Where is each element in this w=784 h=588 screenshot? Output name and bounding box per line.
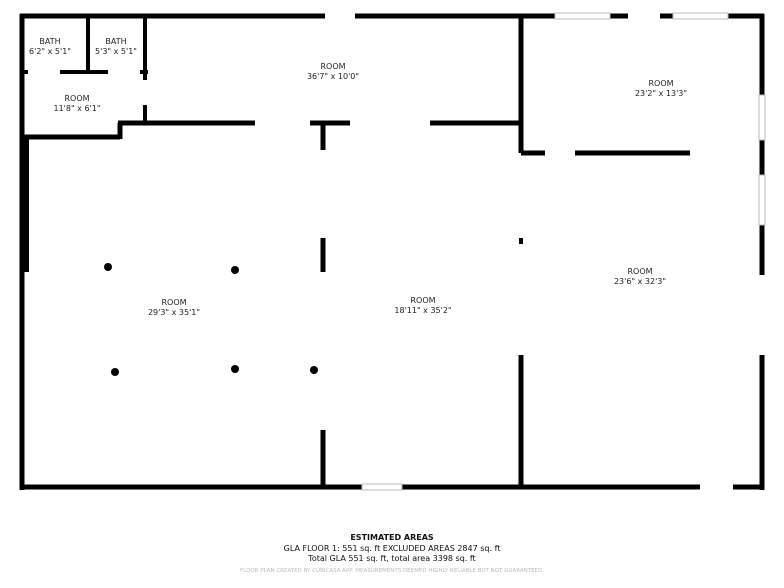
- room-size: 6'2" x 5'1": [29, 47, 71, 56]
- column-dot: [104, 263, 112, 271]
- room-name: ROOM: [161, 298, 187, 307]
- room-size: 36'7" x 10'0": [306, 72, 360, 81]
- room-name: ROOM: [627, 267, 653, 276]
- areas-line-2: Total GLA 551 sq. ft, total area 3398 sq…: [308, 554, 476, 563]
- column-dot: [231, 365, 239, 373]
- room-name: ROOM: [320, 62, 346, 71]
- room-size: 29'3" x 35'1": [147, 308, 201, 317]
- room-size: 18'11" x 35'2": [394, 306, 452, 315]
- room-size: 23'2" x 13'3": [634, 89, 688, 98]
- room-name: ROOM: [410, 296, 436, 305]
- room-size: 23'6" x 32'3": [613, 277, 667, 286]
- column-dot: [111, 368, 119, 376]
- areas-line-1: GLA FLOOR 1: 551 sq. ft EXCLUDED AREAS 2…: [283, 544, 501, 553]
- walls: [19, 13, 765, 490]
- room-name: BATH: [39, 37, 61, 46]
- room-name: ROOM: [64, 94, 90, 103]
- column-dot: [231, 266, 239, 274]
- column-dot: [310, 366, 318, 374]
- areas-title: ESTIMATED AREAS: [350, 533, 434, 542]
- room-size: 11'8" x 6'1": [53, 104, 101, 113]
- room-size: 5'3" x 5'1": [95, 47, 137, 56]
- room-name: BATH: [105, 37, 127, 46]
- room-name: ROOM: [648, 79, 674, 88]
- columns: [104, 263, 318, 376]
- windows: [361, 12, 766, 491]
- disclaimer: FLOOR PLAN CREATED BY CUBICASA APP. MEAS…: [239, 568, 545, 574]
